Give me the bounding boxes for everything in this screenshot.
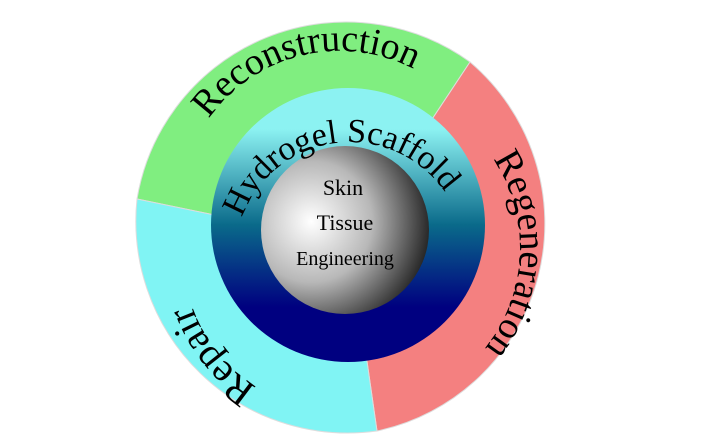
center-line-tissue: Tissue	[317, 210, 374, 235]
skin-tissue-engineering-core	[261, 146, 429, 314]
center-line-skin: Skin	[323, 175, 363, 200]
center-line-engineering: Engineering	[296, 248, 394, 270]
